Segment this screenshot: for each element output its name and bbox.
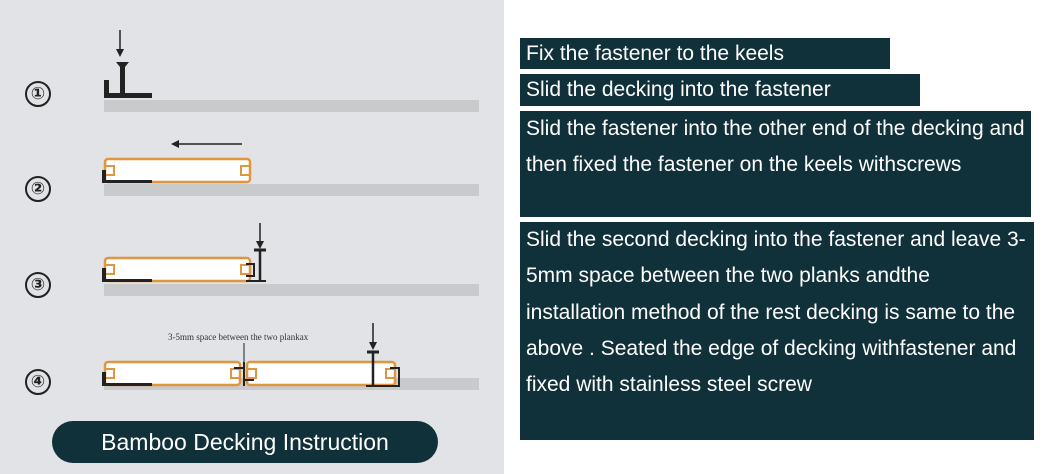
plank-1 [103,157,252,184]
diagram-panel: ① ② ③ ④ [0,0,504,474]
step-number-4: ④ [25,369,51,395]
fastener-icon [246,263,255,277]
step-4-illustration [102,323,479,390]
step-3-illustration [102,223,479,296]
step-3-caption: Slid the fastener into the other end of … [520,111,1031,217]
step-1-caption: Fix the fastener to the keels [520,38,890,69]
step-number-1: ① [25,81,51,107]
instructions-panel: Fix the fastener to the keels Slid the d… [504,0,1060,474]
installation-illustration [102,30,479,390]
step-1-illustration [104,30,479,112]
fastener-icon [102,372,152,386]
step-4-caption: Slid the second decking into the fastene… [520,222,1034,440]
fastener-icon [104,62,152,98]
plank-1 [103,256,252,283]
step-number-3: ③ [25,272,51,298]
fastener-icon [102,170,152,183]
fastener-icon [102,268,152,282]
fastener-icon [366,367,400,387]
step-number-2: ② [25,176,51,202]
page-title: Bamboo Decking Instruction [52,421,438,463]
plank-1 [103,360,242,387]
keel-2 [104,184,479,196]
step-2-illustration [102,140,479,196]
step-2-caption: Slid the decking into the fastener [520,74,920,106]
keel-1 [104,100,479,112]
gap-annotation: 3-5mm space between the two plankax [168,332,309,342]
plank-2 [245,360,397,387]
screw-head-icon [116,62,129,67]
keel-3 [104,284,479,296]
